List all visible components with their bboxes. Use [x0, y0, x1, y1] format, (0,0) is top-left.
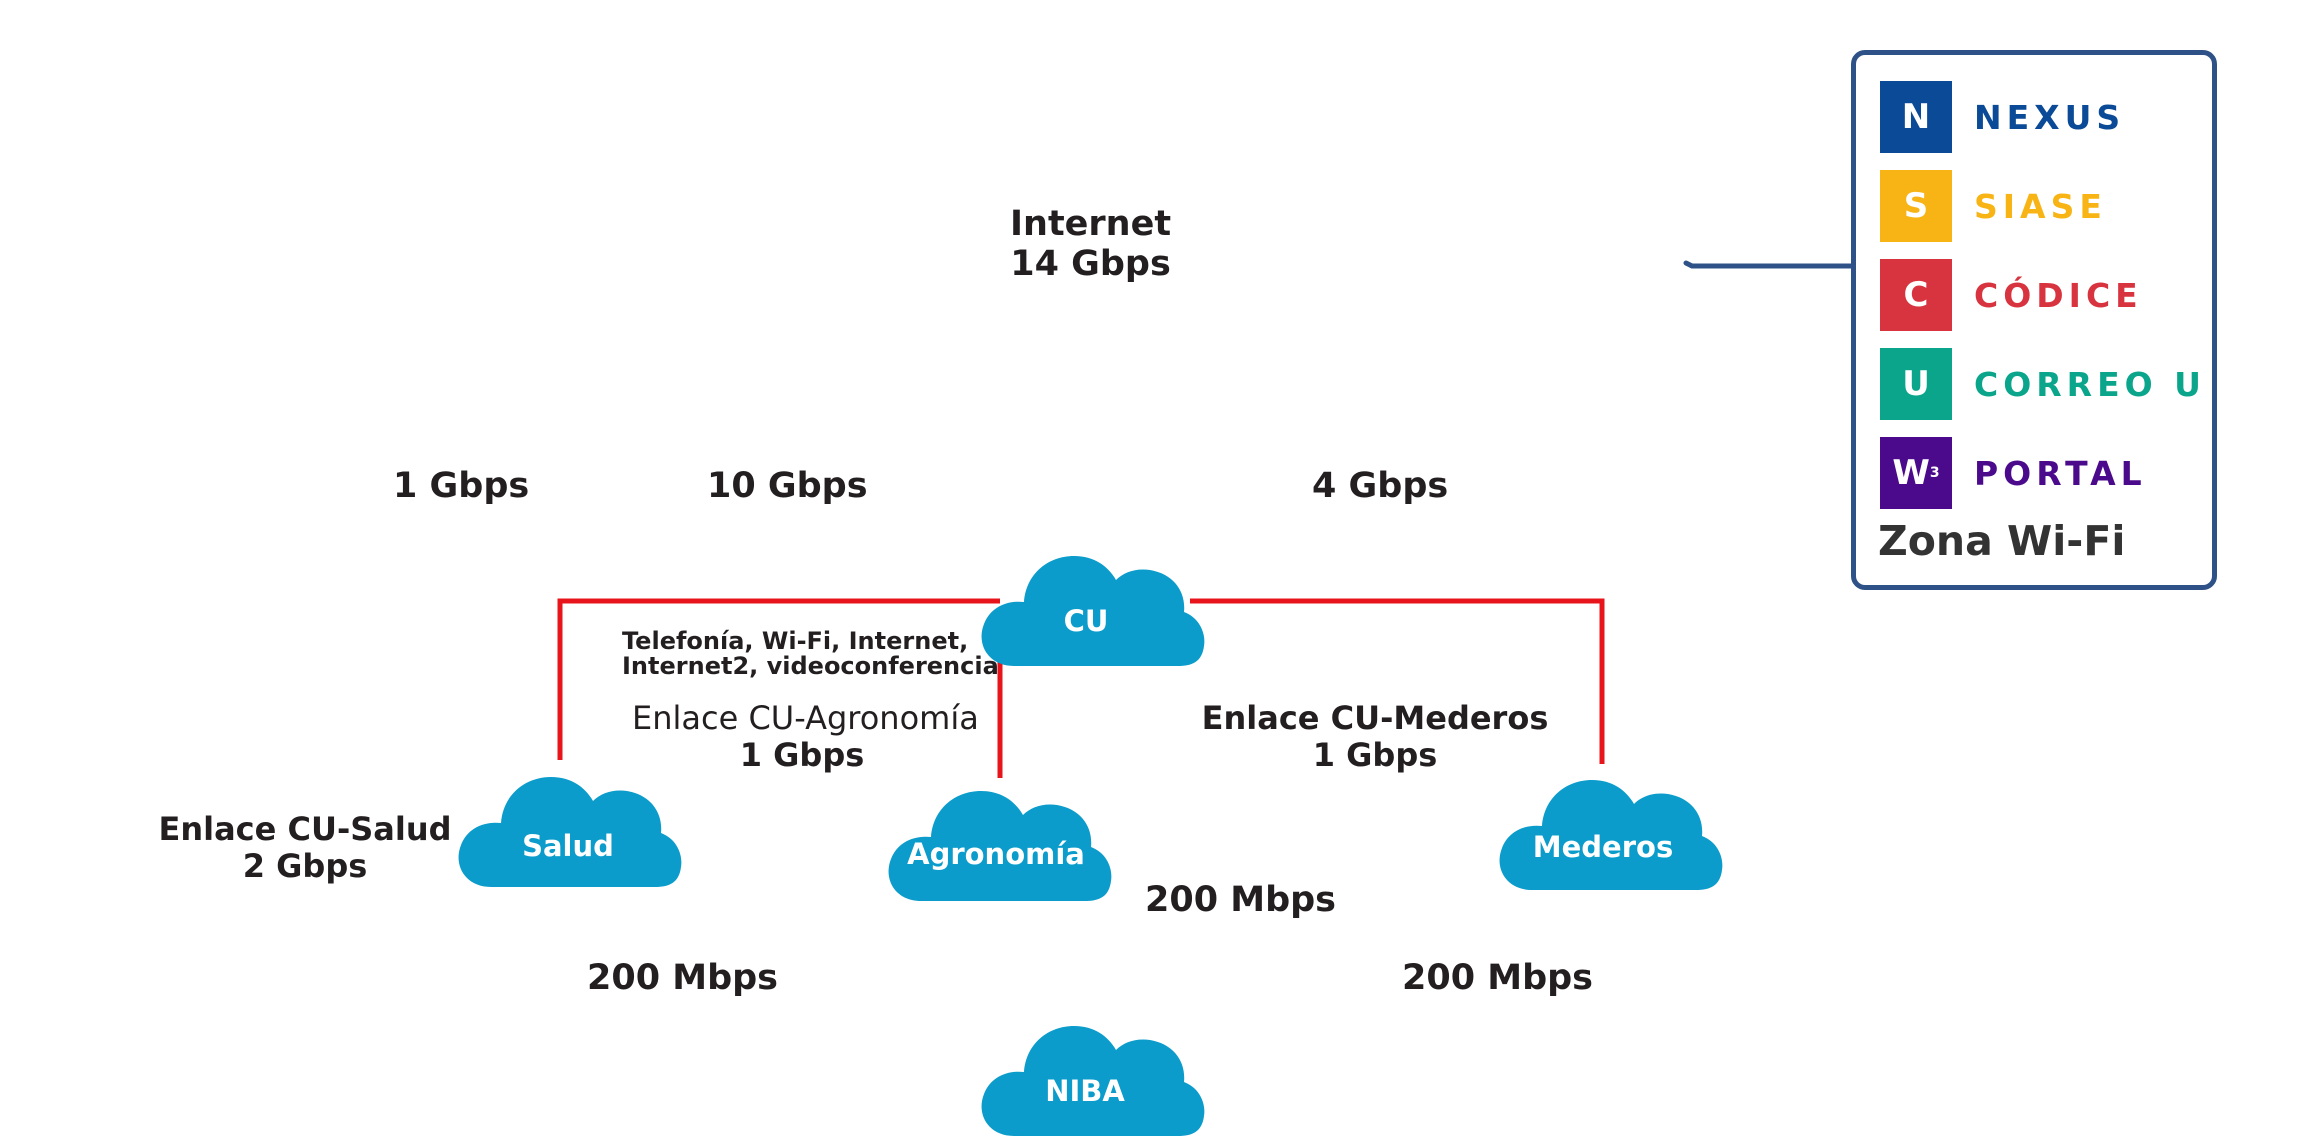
link-salud-speed: 2 Gbps — [242, 846, 368, 885]
link-mederos-label: Enlace CU-Mederos 1 Gbps — [1200, 700, 1550, 774]
nexus-letter: N — [1901, 97, 1931, 137]
link-agronomia-label: Enlace CU-Agronomía 1 Gbps — [632, 699, 979, 774]
link-salud-label: Enlace CU-Salud 2 Gbps — [150, 811, 460, 885]
bandwidth-agronomia-niba: 200 Mbps — [1145, 880, 1337, 920]
portal-letter: W — [1892, 453, 1930, 493]
siase-letter: S — [1903, 186, 1929, 226]
services-line-2: Internet2, videoconferencia — [622, 652, 999, 681]
bandwidth-salud-niba: 200 Mbps — [587, 958, 779, 998]
codice-label: CÓDICE — [1974, 275, 2143, 315]
nexus-icon: N — [1880, 81, 1952, 153]
siase-icon: S — [1880, 170, 1952, 242]
cloud-mederos — [1499, 780, 1723, 890]
link-mederos-title: Enlace CU-Mederos — [1201, 699, 1549, 737]
correo-u-letter: U — [1902, 364, 1930, 404]
cloud-salud-label: Salud — [522, 829, 614, 863]
legend-connector-line — [1683, 260, 1858, 269]
cloud-salud — [458, 777, 682, 887]
cloud-agronomia — [888, 791, 1112, 901]
cloud-cu — [981, 556, 1205, 666]
cloud-mederos-label: Mederos — [1532, 830, 1674, 864]
link-cu-salud — [557, 598, 1000, 760]
correo-u-label: CORREO U — [1974, 364, 2206, 404]
link-mederos-speed: 1 Gbps — [1312, 735, 1438, 774]
codice-letter: C — [1903, 275, 1929, 315]
internet-title: Internet — [1010, 204, 1172, 244]
cloud-cu-label: CU — [1063, 604, 1109, 638]
portal-label: PORTAL — [1974, 453, 2147, 493]
services-line-1: Telefonía, Wi-Fi, Internet, — [622, 627, 969, 655]
siase-label: SIASE — [1974, 186, 2107, 226]
codice-icon: C — [1880, 259, 1952, 331]
cloud-niba-label: NIBA — [1045, 1074, 1125, 1108]
nexus-label: NEXUS — [1974, 97, 2126, 137]
link-agronomia-speed: 1 Gbps — [739, 735, 865, 774]
link-cu-mederos — [1190, 598, 1605, 764]
legend-item-nexus: N NEXUS — [1880, 81, 2125, 153]
legend-item-codice: C CÓDICE — [1880, 259, 2143, 331]
internet-speed: 14 Gbps — [1010, 244, 1171, 285]
link-agronomia-title: Enlace CU-Agronomía — [632, 699, 979, 737]
correo-u-icon: U — [1880, 348, 1952, 420]
bandwidth-center-left: 10 Gbps — [707, 466, 868, 506]
bandwidth-right: 4 Gbps — [1312, 466, 1449, 506]
cloud-niba — [981, 1026, 1205, 1136]
legend-item-correo-u: U CORREO U — [1880, 348, 2206, 420]
legend-item-siase: S SIASE — [1880, 170, 2107, 242]
cloud-agronomia-label: Agronomía — [907, 837, 1085, 871]
bandwidth-left: 1 Gbps — [393, 466, 530, 506]
bandwidth-mederos-niba: 200 Mbps — [1402, 958, 1594, 998]
services-text: Telefonía, Wi-Fi, Internet, Internet2, v… — [622, 627, 999, 681]
internet-label: Internet 14 Gbps — [1010, 204, 1171, 285]
zona-wifi-label: Zona Wi-Fi — [1878, 517, 2126, 565]
link-salud-title: Enlace CU-Salud — [158, 810, 452, 848]
